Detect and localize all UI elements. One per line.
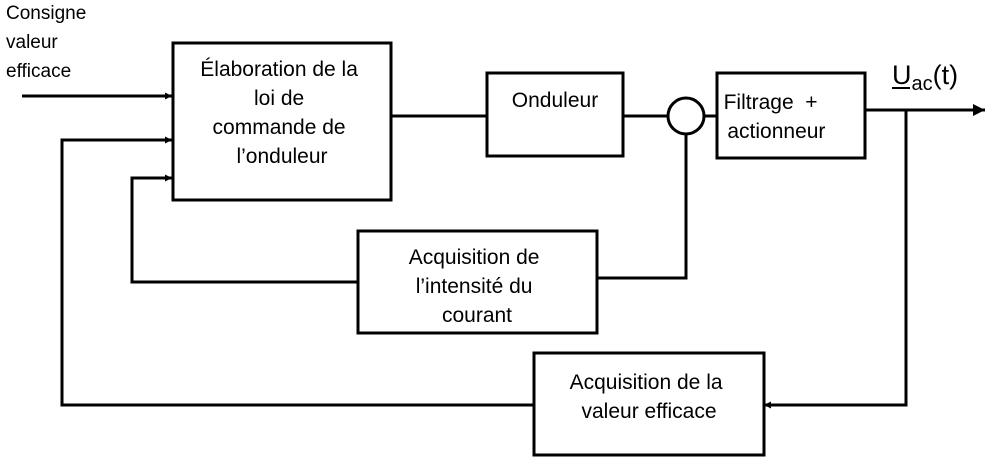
rms-feedback-arrow (60, 136, 534, 407)
inverter-block: Onduleur (485, 71, 625, 158)
filter-actuator-block: Filtrage + actionneur (0, 0, 867, 160)
wire-junction-to-current-acq (597, 134, 688, 280)
control-law-block: Élaboration de la loi de commande de l’o… (171, 41, 393, 202)
svg-text:Élaboration de la loi de: Élaboration de la loi de commande de l’o… (200, 58, 363, 168)
output-label: Uac(t) (892, 60, 958, 95)
input-label: Consigne valeur efficace (6, 3, 92, 82)
current-acquisition-block: Acquisition de l’intensité du courant (356, 229, 599, 335)
svg-text:Uac(t): Uac(t) (892, 60, 958, 95)
svg-text:Acquisition de la valeur: Acquisition de la valeur efficace (570, 371, 729, 423)
svg-text:Filtrage + actionneur: Filtrage + actionneur (0, 0, 858, 143)
svg-text:Onduleur: Onduleur (512, 89, 598, 112)
wire-output-to-rms-acq (764, 110, 908, 409)
current-feedback-arrow (130, 174, 358, 284)
svg-text:Acquisition de l’intensi: Acquisition de l’intensité du courant (409, 246, 546, 327)
rms-acquisition-block: Acquisition de la valeur efficace (532, 351, 766, 457)
summing-junction (666, 96, 706, 136)
